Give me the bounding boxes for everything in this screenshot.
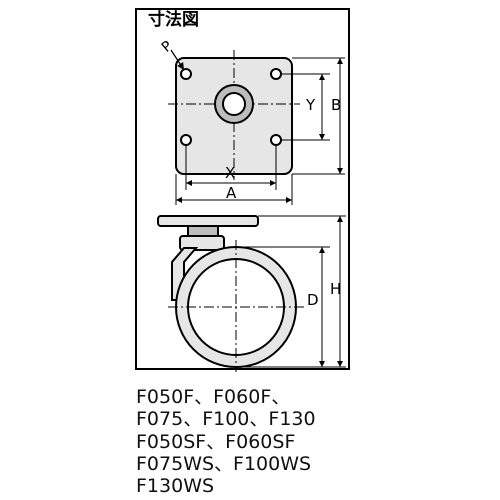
- model-line: F050F、F060F、: [136, 386, 291, 408]
- label-b: B: [331, 96, 342, 114]
- label-x: X: [225, 164, 236, 182]
- p-leader-line: [170, 49, 185, 71]
- top-plate-view: [168, 49, 300, 180]
- model-list: F050F、F060F、 F075、F100、F130 F050SF、F060S…: [136, 386, 316, 497]
- horizontal-dimensions: [175, 146, 293, 205]
- model-line: F130WS: [136, 475, 215, 498]
- caster-side-view: [157, 215, 305, 372]
- drawing-frame: [135, 8, 350, 370]
- diagram-title: 寸法図: [148, 10, 199, 30]
- label-d: D: [307, 291, 319, 309]
- model-line: F050SF、F060SF: [136, 430, 296, 453]
- bolt-hole-bottom-left: [180, 134, 192, 146]
- bolt-hole-top-left: [180, 68, 192, 80]
- model-line: F075WS、F100WS: [136, 452, 312, 475]
- label-h: H: [330, 280, 342, 298]
- label-y: Y: [306, 96, 316, 114]
- bolt-hole-top-right: [270, 68, 282, 80]
- model-line: F075、F100、F130: [136, 408, 316, 431]
- caster-top-plate: [157, 215, 259, 227]
- center-boss-inner: [222, 92, 246, 116]
- caster-swivel-head: [179, 235, 225, 251]
- vertical-dimensions-caster: [236, 215, 346, 368]
- vertical-dimensions-plate: [282, 57, 345, 175]
- bolt-hole-bottom-right: [270, 134, 282, 146]
- label-a: A: [226, 184, 237, 202]
